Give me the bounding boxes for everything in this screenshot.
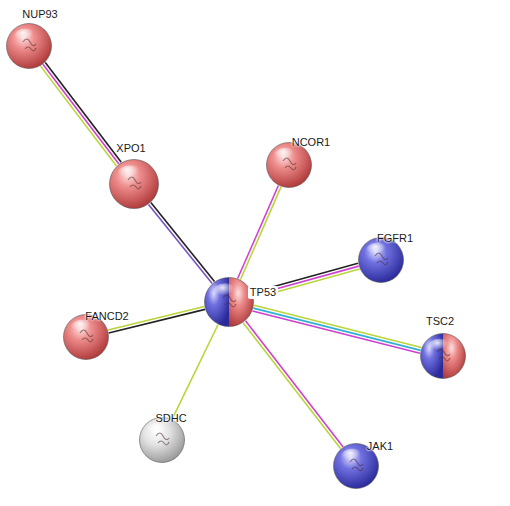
protein-node: JAK1	[333, 443, 379, 489]
node-label: FGFR1	[377, 232, 413, 245]
node-label: SDHC	[155, 412, 186, 425]
evidence-line	[245, 321, 343, 447]
node-sphere	[420, 333, 466, 379]
evidence-line	[253, 308, 420, 350]
node-sphere	[109, 159, 159, 209]
node-sphere	[204, 277, 254, 327]
evidence-line	[254, 305, 421, 347]
node-label: NUP93	[22, 8, 57, 21]
evidence-line	[45, 62, 121, 162]
interaction-edge	[41, 62, 122, 165]
interaction-edge	[172, 324, 218, 419]
protein-node: FGFR1	[358, 237, 404, 283]
node-label: NCOR1	[292, 136, 331, 149]
interaction-edge	[238, 185, 281, 279]
protein-node: FANCD2	[63, 314, 109, 360]
evidence-line	[240, 187, 281, 280]
protein-node: TSC2	[420, 333, 466, 379]
protein-node: NCOR1	[266, 142, 312, 188]
node-label: JAK1	[367, 440, 393, 453]
node-sphere	[6, 23, 52, 69]
node-label: XPO1	[116, 142, 145, 155]
protein-node: SDHC	[139, 417, 185, 463]
interaction-edge	[149, 203, 215, 284]
evidence-line	[43, 64, 119, 164]
interaction-edge	[243, 321, 343, 449]
evidence-line	[253, 311, 420, 353]
interaction-edge	[253, 305, 422, 353]
node-sphere	[139, 417, 185, 463]
evidence-line	[243, 323, 341, 449]
node-label: TP53	[248, 286, 278, 299]
evidence-line	[151, 203, 215, 282]
node-label: FANCD2	[85, 310, 128, 323]
protein-node: TP53	[204, 277, 254, 327]
node-sphere	[266, 142, 312, 188]
protein-node: NUP93	[6, 23, 52, 69]
protein-node: XPO1	[109, 159, 159, 209]
evidence-line	[149, 204, 213, 283]
evidence-line	[172, 324, 218, 419]
node-label: TSC2	[426, 315, 454, 328]
node-sphere	[358, 237, 404, 283]
evidence-line	[238, 185, 279, 278]
evidence-line	[41, 66, 117, 166]
